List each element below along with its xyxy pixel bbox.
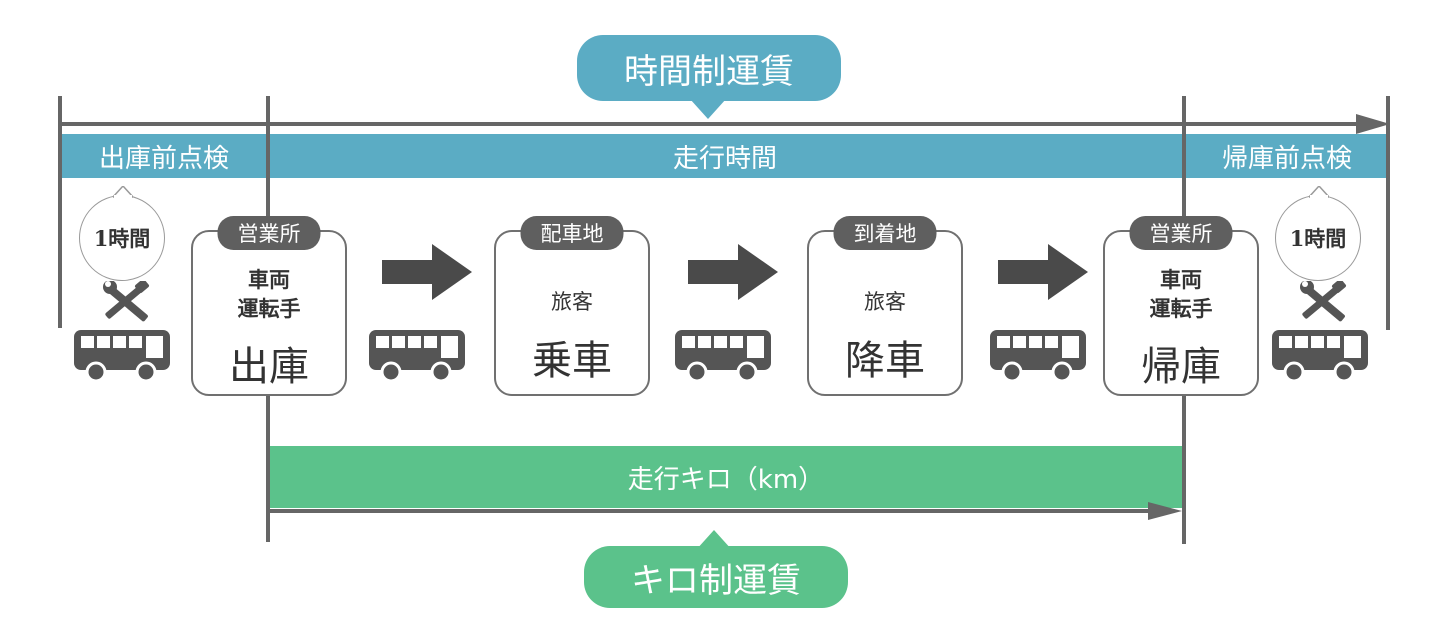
- bus-icon: [74, 330, 170, 382]
- card-detail-line: 旅客: [551, 290, 593, 314]
- card-detail-line: 車両: [1160, 268, 1202, 292]
- card-tag: 営業所: [1129, 216, 1233, 250]
- running-time-band: 走行時間: [268, 134, 1182, 178]
- wrench-screwdriver-icon: [1300, 281, 1346, 322]
- right-arrow-icon: [688, 244, 778, 300]
- card-main-label: 帰庫: [1141, 344, 1221, 390]
- card-tag: 営業所: [217, 216, 321, 250]
- bus-icon: [1272, 330, 1368, 382]
- bus-icon: [369, 330, 465, 382]
- card-detail-line: 旅客: [864, 290, 906, 314]
- pre-inspection-duration-bubble: 1時間: [79, 195, 165, 281]
- right-arrow-icon: [382, 244, 472, 300]
- card-tag: 到着地: [833, 216, 937, 250]
- card-detail-line: 運転手: [237, 297, 301, 321]
- km-fare-callout-pointer: [696, 530, 732, 550]
- pickup-card: 配車地 旅客 乗車: [494, 216, 650, 396]
- return-inspection-duration-bubble: 1時間: [1275, 195, 1361, 281]
- card-detail-line: 車両: [248, 268, 290, 292]
- start-inspection-line: [58, 96, 62, 328]
- return-inspection-band: 帰庫前点検: [1186, 134, 1388, 178]
- time-fare-label: 時間制運賃: [624, 51, 794, 92]
- running-time-label: 走行時間: [672, 143, 777, 174]
- time-fare-callout-pointer: [690, 99, 726, 119]
- card-tag: 配車地: [520, 216, 624, 250]
- card-detail: 旅客: [496, 288, 648, 317]
- bubble-tail: [113, 186, 133, 198]
- dropoff-card: 到着地 旅客 降車: [807, 216, 963, 396]
- bubble-tail: [1309, 186, 1329, 198]
- card-detail: 車両 運転手: [193, 266, 345, 324]
- card-main-label: 降車: [845, 338, 925, 384]
- wrench-screwdriver-icon: [103, 281, 149, 322]
- time-axis-arrow: [60, 114, 1390, 134]
- return-card: 営業所 車両 運転手 帰庫: [1103, 216, 1259, 396]
- bus-icon: [675, 330, 771, 382]
- pre-inspection-duration: 1時間: [93, 226, 151, 251]
- end-inspection-line: [1386, 96, 1390, 330]
- pre-inspection-label: 出庫前点検: [98, 143, 229, 174]
- return-inspection-duration: 1時間: [1289, 226, 1347, 251]
- card-main-label: 出庫: [229, 344, 309, 390]
- km-band-label: 走行キロ（km）: [627, 464, 825, 495]
- depart-card: 営業所 車両 運転手 出庫: [191, 216, 347, 396]
- bus-icon: [990, 330, 1086, 382]
- return-inspection-label: 帰庫前点検: [1221, 143, 1352, 174]
- card-detail-line: 運転手: [1149, 297, 1213, 321]
- card-detail: 旅客: [809, 288, 961, 317]
- right-arrow-icon: [998, 244, 1088, 300]
- card-main-label: 乗車: [532, 338, 612, 384]
- km-band: 走行キロ（km）: [270, 446, 1182, 508]
- card-detail: 車両 運転手: [1105, 266, 1257, 324]
- km-fare-callout: キロ制運賃: [584, 546, 848, 608]
- pre-inspection-band: 出庫前点検: [62, 134, 266, 178]
- time-fare-callout: 時間制運賃: [577, 35, 841, 101]
- km-axis-arrow: [268, 502, 1182, 520]
- km-fare-label: キロ制運賃: [631, 560, 801, 601]
